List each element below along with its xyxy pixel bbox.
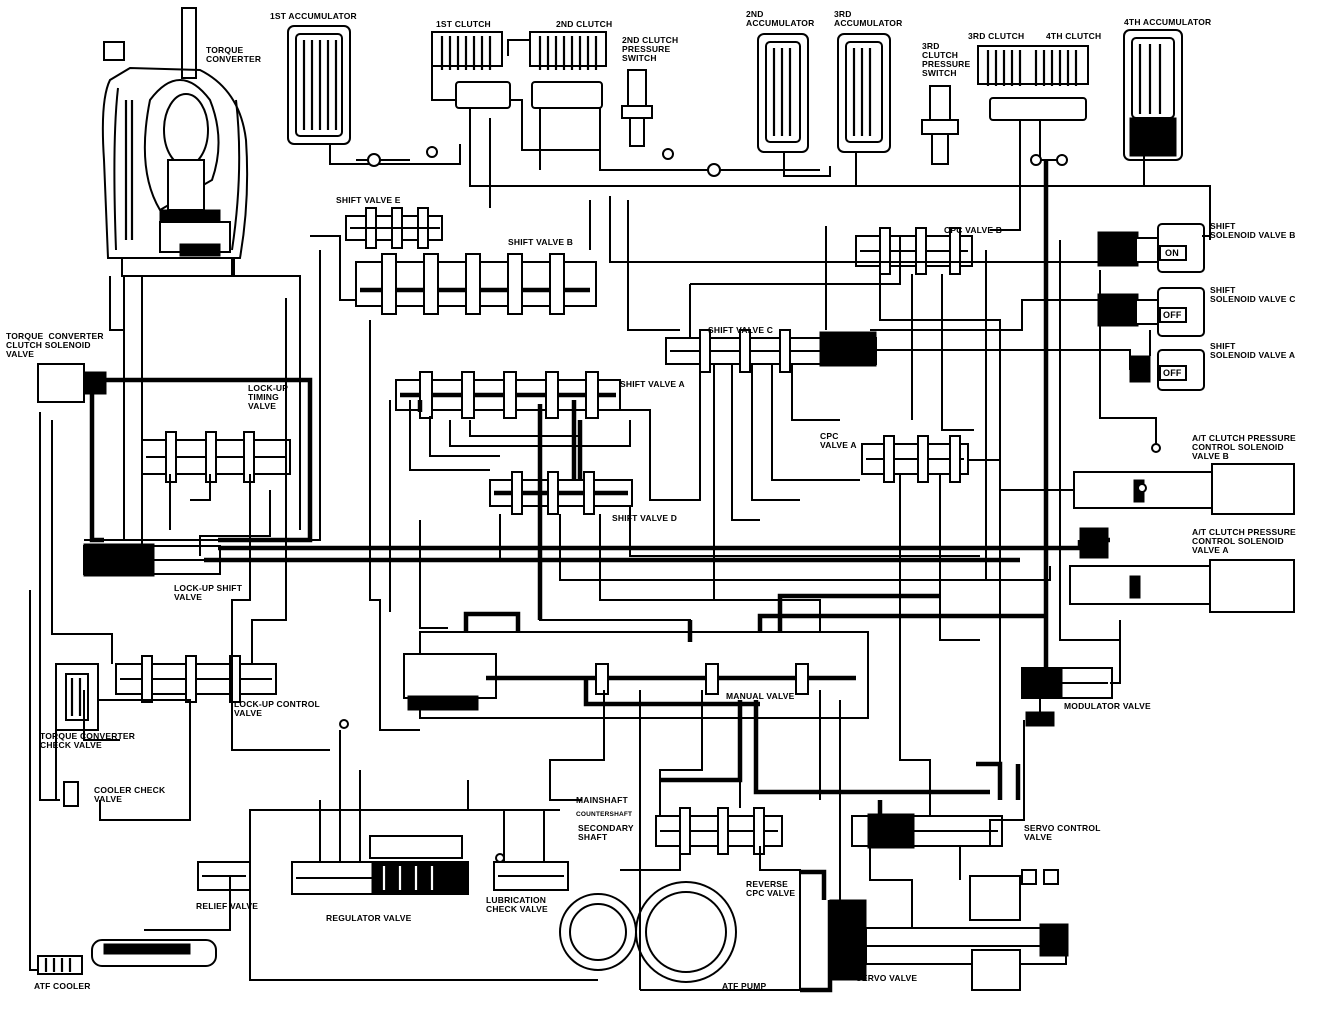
check-balls xyxy=(339,146,1161,863)
label-torque-converter: TORQUE CONVERTER xyxy=(206,45,262,64)
label-3rd-accumulator: 3RD ACCUMULATOR xyxy=(834,9,903,28)
label-modulator-valve: MODULATOR VALVE xyxy=(1064,701,1151,711)
torque-converter-check-valve xyxy=(55,663,99,731)
label-shift-valve-e: SHIFT VALVE E xyxy=(336,195,401,205)
label-shift-valve-b: SHIFT VALVE B xyxy=(508,237,574,247)
clutch-2-pressure-switch xyxy=(621,69,653,147)
modulator-valve xyxy=(1021,667,1113,727)
shift-valve-e xyxy=(345,207,443,249)
lockup-control-valve xyxy=(115,655,277,703)
cpc-valve-a xyxy=(861,435,969,483)
atf-pump xyxy=(559,881,737,983)
label-1st-accumulator: 1ST ACCUMULATOR xyxy=(270,11,357,21)
label-lockup-timing-valve: LOCK-UP TIMING VALVE xyxy=(248,383,289,411)
label-reverse-cpc-valve: REVERSE CPC VALVE xyxy=(746,879,796,898)
label-1st-clutch: 1ST CLUTCH xyxy=(436,19,491,29)
label-at-clutch-pressure-solenoid-b: A/T CLUTCH PRESSURE CONTROL SOLENOID VAL… xyxy=(1192,433,1296,461)
cooler-check-valve xyxy=(63,781,79,807)
clutch-2 xyxy=(529,31,607,109)
label-countershaft: COUNTERSHAFT xyxy=(576,811,633,818)
torque-converter-clutch-solenoid xyxy=(37,363,107,403)
servo-valve xyxy=(829,869,1069,991)
label-mainshaft: MAINSHAFT xyxy=(576,795,628,805)
label-2nd-accumulator: 2ND ACCUMULATOR xyxy=(746,9,815,28)
label-servo-control-valve: SERVO CONTROL VALVE xyxy=(1024,823,1101,842)
regulator-valve xyxy=(291,835,469,895)
pressurized-passages xyxy=(89,160,1110,993)
state-shift-solenoid-c: OFF xyxy=(1163,310,1182,320)
shift-solenoid-b xyxy=(1097,223,1205,273)
shift-solenoid-c xyxy=(1097,287,1205,337)
label-atf-cooler: ATF COOLER xyxy=(34,981,91,991)
label-relief-valve: RELIEF VALVE xyxy=(196,901,259,911)
label-lockup-control-valve: LOCK-UP CONTROL VALVE xyxy=(234,699,320,718)
clutch-1 xyxy=(431,31,511,109)
label-shift-valve-c: SHIFT VALVE C xyxy=(708,325,774,335)
clutch-3-and-4 xyxy=(977,45,1089,121)
label-shift-solenoid-valve-a: SHIFT SOLENOID VALVE A xyxy=(1210,341,1296,360)
shift-valve-a xyxy=(395,371,621,419)
label-lubrication-check-valve: LUBRICATION CHECK VALVE xyxy=(486,895,548,914)
label-at-clutch-pressure-solenoid-a: A/T CLUTCH PRESSURE CONTROL SOLENOID VAL… xyxy=(1192,527,1296,555)
accumulator-2 xyxy=(757,33,809,153)
relief-valve xyxy=(197,861,251,891)
accumulator-4 xyxy=(1123,29,1183,161)
label-regulator-valve: REGULATOR VALVE xyxy=(326,913,412,923)
state-shift-solenoid-b: ON xyxy=(1165,248,1179,258)
label-2nd-clutch: 2ND CLUTCH xyxy=(556,19,613,29)
label-shift-valve-a: SHIFT VALVE A xyxy=(620,379,685,389)
accumulator-3 xyxy=(837,33,891,153)
label-cpc-valve-b: CPC VALVE B xyxy=(944,225,1003,235)
shift-valve-c xyxy=(665,329,877,373)
at-clutch-pressure-solenoid-b xyxy=(1073,463,1295,515)
solenoid-state-boxes xyxy=(1159,245,1187,381)
label-torque-converter-check-valve: TORQUE CONVERTER CHECK VALVE xyxy=(40,731,136,750)
label-cooler-check-valve: COOLER CHECK VALVE xyxy=(94,785,166,804)
label-secondary-shaft: SECONDARY SHAFT xyxy=(578,823,634,842)
label-4th-clutch: 4TH CLUTCH xyxy=(1046,31,1102,41)
label-lockup-shift-valve: LOCK-UP SHIFT VALVE xyxy=(174,583,243,602)
accumulator-1 xyxy=(287,25,351,145)
servo-control-valve xyxy=(851,813,1003,849)
shift-valve-b xyxy=(355,253,597,315)
label-manual-valve: MANUAL VALVE xyxy=(726,691,795,701)
shift-valve-d xyxy=(489,471,633,515)
label-torque-converter-clutch-solenoid: TORQUE CONVERTER CLUTCH SOLENOID VALVE xyxy=(6,331,104,359)
label-servo-valve: SERVO VALVE xyxy=(856,973,918,983)
atf-cooler xyxy=(37,939,217,975)
label-3rd-clutch-pressure-switch: 3RD CLUTCH PRESSURE SWITCH xyxy=(922,41,971,78)
label-shift-solenoid-valve-c: SHIFT SOLENOID VALVE C xyxy=(1210,285,1296,304)
label-atf-pump: ATF PUMP xyxy=(722,981,767,991)
label-3rd-clutch: 3RD CLUTCH xyxy=(968,31,1025,41)
torque-converter xyxy=(101,7,249,277)
label-4th-accumulator: 4TH ACCUMULATOR xyxy=(1124,17,1212,27)
label-2nd-clutch-pressure-switch: 2ND CLUTCH PRESSURE SWITCH xyxy=(622,35,679,63)
lubrication-check-valve xyxy=(493,861,569,891)
lockup-timing-valve xyxy=(141,431,291,483)
state-shift-solenoid-a: OFF xyxy=(1163,368,1182,378)
label-cpc-valve-a: CPC VALVE A xyxy=(820,431,857,450)
clutch-3-pressure-switch xyxy=(921,85,959,165)
lockup-shift-valve xyxy=(83,543,221,577)
oil-passages xyxy=(29,39,1211,991)
reverse-cpc-valve xyxy=(655,807,783,855)
manual-valve xyxy=(403,631,869,719)
label-shift-valve-d: SHIFT VALVE D xyxy=(612,513,678,523)
at-clutch-pressure-solenoid-a xyxy=(1069,527,1295,613)
label-shift-solenoid-valve-b: SHIFT SOLENOID VALVE B xyxy=(1210,221,1296,240)
